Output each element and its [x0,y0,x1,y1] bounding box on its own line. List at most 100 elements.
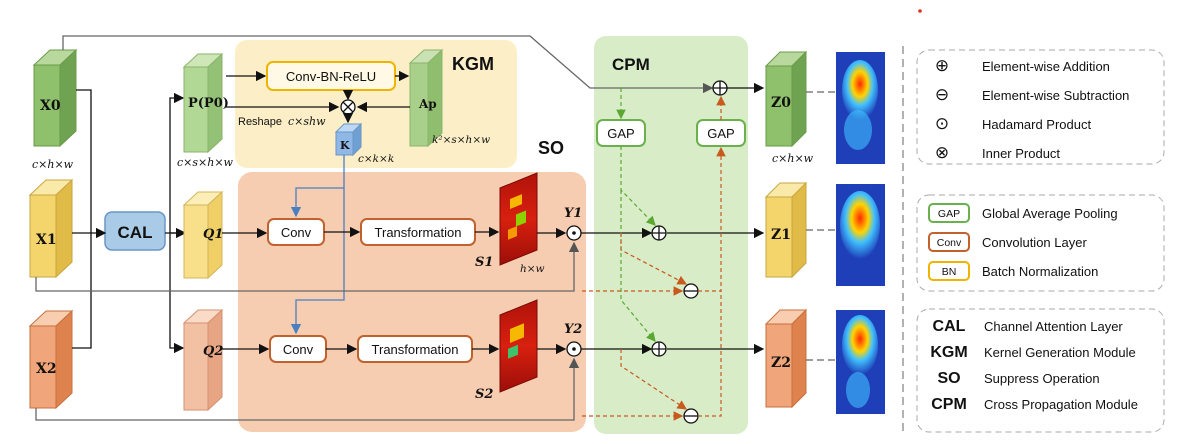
transformation-box-1: Transformation [360,218,476,246]
red-dot [918,9,922,13]
legend-block-tag: Conv [937,237,962,249]
legend-op-symbol: ⊙ [935,114,949,134]
legend-op-symbol: ⊗ [935,143,949,163]
cal-connections [72,89,187,354]
kgm-connections [226,70,410,124]
conv-bn-relu-box: Conv-BN-ReLU [266,61,396,91]
kgm-label: KGM [452,54,494,74]
hadamard-op-2 [566,341,582,357]
reshape-label: Reshape [238,116,282,128]
transformation-box-2: Transformation [357,335,473,363]
k-dim: c×k×k [358,153,394,165]
heatmap-z1 [836,184,885,286]
y1-label: Y1 [564,206,582,221]
transformation-1-label: Transformation [375,225,462,240]
z0-label: Z0 [771,95,791,111]
cpm-orange-dashes [582,95,726,421]
z2-label: Z2 [771,355,791,371]
legend-block-tag: GAP [938,208,960,220]
bypass-lines [35,35,714,421]
input-x0: X0 [32,48,78,148]
legend-abbr-text: Kernel Generation Module [984,345,1136,360]
gap-box-right: GAP [696,119,746,147]
legend-op-symbol: ⊕ [935,56,949,76]
z0-dim: c×h×w [772,152,814,165]
transformation-2-label: Transformation [372,342,459,357]
legend-block-swatch [928,232,970,252]
k-label: K [340,139,350,152]
block-q1: Q1 [182,190,223,280]
output-z1: Z1 [764,181,808,279]
legend-ops: ⊕ Element-wise Addition ⊖ Element-wise Subt… [935,56,1130,163]
legend-block-tag: BN [942,266,957,278]
q2-label: Q2 [203,344,223,359]
add-op-z1 [651,225,667,241]
s1-map [499,172,538,266]
add-op-z0 [712,80,728,96]
s2-label: S2 [475,387,493,402]
sub-op-1 [683,283,699,299]
p-dim: c×s×h×w [177,156,234,169]
output-z2: Z2 [764,308,808,409]
legend-op-text: Element-wise Subtraction [982,88,1129,103]
legend-block-text: Batch Normalization [982,264,1098,279]
x1-label: X1 [36,232,57,248]
block-ap [408,48,444,148]
legend-block-swatch [928,203,970,223]
cpm-region: CPM [594,36,748,434]
hadamard-op-1 [566,225,582,241]
heatmap-links [806,91,836,361]
kgm-region: KGM [235,40,517,168]
z1-label: Z1 [771,227,791,243]
legend-abbr-text: Suppress Operation [984,371,1100,386]
q1-label: Q1 [203,227,223,242]
legend-op-symbol: ⊖ [935,85,949,105]
output-z0: Z0 [764,50,808,148]
gap-box-left: GAP [596,119,646,147]
s2-map [499,299,538,393]
conv-box-2: Conv [269,335,327,363]
legend-abbr-key: KGM [930,344,967,361]
sub-op-2 [683,408,699,424]
conv-1-label: Conv [281,225,312,240]
p-label: P(P0) [188,96,229,111]
so-connections [222,226,765,355]
x0-label: X0 [40,98,61,114]
heatmap-z2 [836,310,885,414]
add-op-z2 [651,341,667,357]
legend-block-text: Global Average Pooling [982,206,1118,221]
x2-label: X2 [36,361,57,377]
y2-label: Y2 [564,322,582,337]
input-x1: X1 [28,178,74,279]
legend-block-text: Convolution Layer [982,235,1087,250]
inner-product-op [340,99,356,115]
legend-abbr-text: Channel Attention Layer [984,319,1123,334]
cal-label: CAL [118,223,153,242]
legend-op-text: Element-wise Addition [982,59,1110,74]
legend-blocks-box [916,194,1165,292]
block-k: K [334,122,363,157]
legend-abbr-box [916,308,1165,433]
legend-block-swatch [928,261,970,281]
cpm-label: CPM [612,55,650,74]
cpm-green-dashes [616,88,656,342]
legend-ops-box [916,49,1165,165]
legend-abbr-key: CPM [931,396,967,413]
legend-abbr-key: SO [937,370,960,387]
s1-dim: h×w [520,263,545,275]
kernel-links [290,155,345,335]
legend-abbr-key: CAL [933,318,966,335]
conv-box-1: Conv [267,218,325,246]
legend-op-text: Inner Product [982,146,1060,161]
s1-label: S1 [475,255,493,270]
cal-block: CAL [104,211,166,251]
ap-label: Ap [418,97,437,111]
block-p [182,52,224,154]
input-x2: X2 [28,309,74,410]
so-label: SO [538,138,564,158]
block-q2: Q2 [182,308,223,412]
heatmap-z0 [836,52,885,164]
x0-dim: c×h×w [32,158,74,171]
